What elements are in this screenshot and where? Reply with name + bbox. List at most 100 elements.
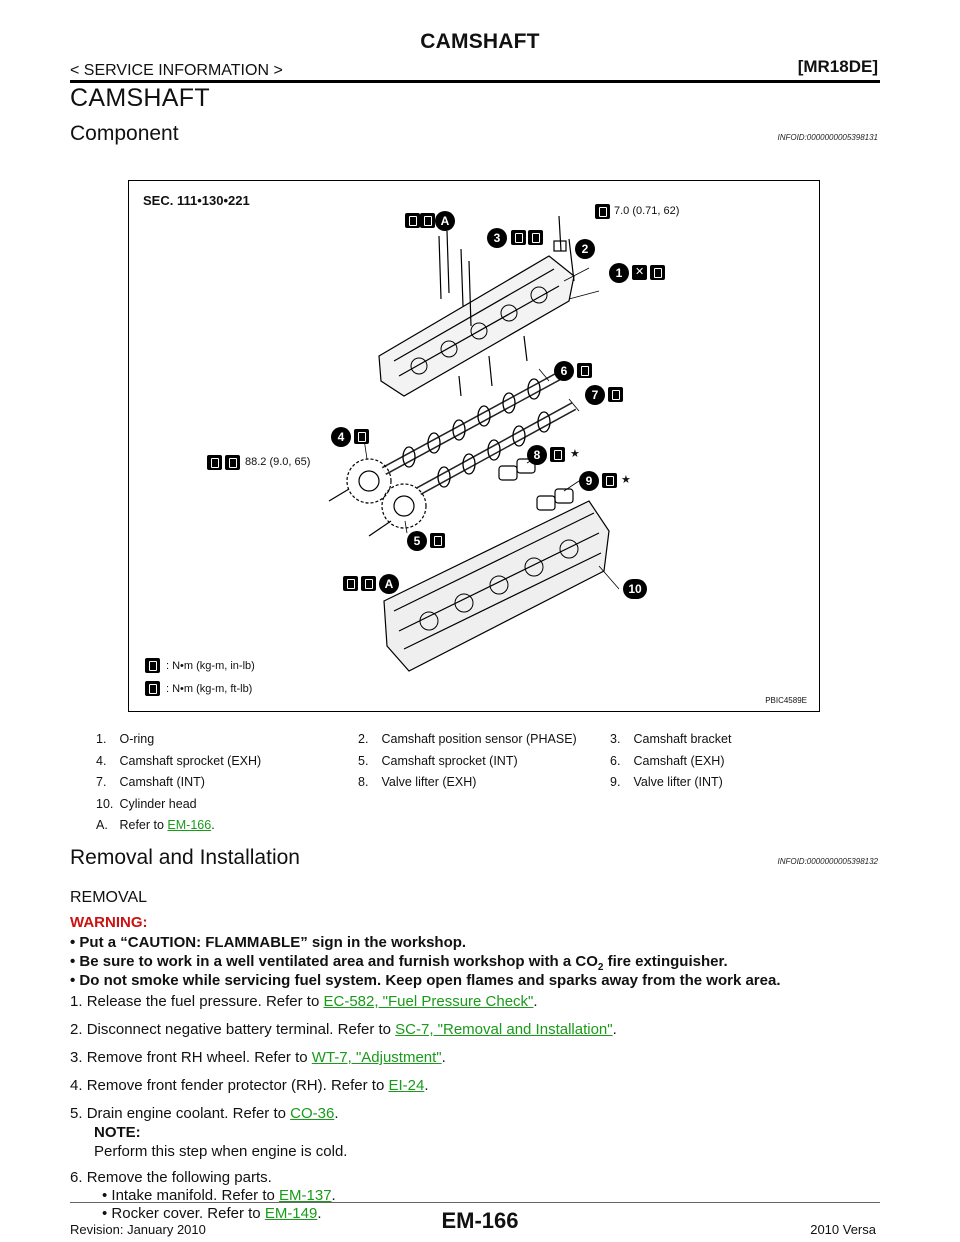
removal-heading: Removal and Installation (70, 846, 300, 869)
callout-6: 6 (554, 361, 574, 381)
header-section: < SERVICE INFORMATION > (70, 62, 283, 79)
part-item: 3. Camshaft bracket (610, 732, 732, 746)
legend-in-lb: : N•m (kg-m, in-lb) (166, 659, 255, 672)
header-model: [MR18DE] (797, 57, 878, 76)
link-wt-7[interactable]: WT-7, "Adjustment" (311, 1049, 442, 1066)
link-sc-7[interactable]: SC-7, "Removal and Installation" (395, 1021, 613, 1038)
parts-row: 1. O-ring 2. Camshaft position sensor (P… (96, 732, 796, 754)
legend-ft-lb: : N•m (kg-m, ft-lb) (166, 682, 253, 695)
lifter-exh-star: ★ (570, 448, 580, 460)
parts-row: 10. Cylinder head (96, 797, 796, 819)
oring-lube-symbol-icon (650, 265, 665, 280)
step-4: 4. Remove front fender protector (RH). R… (70, 1077, 429, 1094)
intake-sprocket-shape (381, 483, 427, 529)
legend-row-in-lb: : N•m (kg-m, in-lb) (145, 658, 255, 673)
sub-item-rocker-cover: • Rocker cover. Refer to EM-149. (102, 1205, 322, 1222)
parts-row: 4. Camshaft sprocket (EXH) 5. Camshaft s… (96, 754, 796, 776)
figure-code: PBIC4589E (765, 696, 807, 705)
link-ei-24[interactable]: EI-24 (388, 1077, 425, 1094)
sec-label: SEC. 111•130•221 (143, 193, 250, 208)
part-item: 10. Cylinder head (96, 796, 197, 811)
part-item: 9. Valve lifter (INT) (610, 775, 723, 790)
callout-7: 7 (585, 385, 605, 405)
camshaft-exh-lube-icon (577, 363, 592, 378)
link-ec-582[interactable]: EC-582, "Fuel Pressure Check" (323, 993, 534, 1010)
sprocket-bolt-lube-icon (207, 455, 222, 470)
warning-3: • Do not smoke while servicing fuel syst… (70, 972, 781, 989)
link-em-166[interactable]: EM-166 (167, 818, 212, 833)
sprocket-int-lube-icon (430, 533, 445, 548)
step-3: 3. Remove front RH wheel. Refer to WT-7,… (70, 1049, 446, 1066)
callout-a-2: A (379, 574, 399, 594)
exhaust-sprocket-shape (346, 458, 392, 504)
header-rule (70, 80, 880, 83)
warning-2: • Be sure to work in a well ventilated a… (70, 953, 728, 973)
sprocket-bolt-torque-icon (225, 455, 240, 470)
component-diagram: SEC. 111•130•221 (128, 180, 820, 712)
callout-2: 2 (575, 239, 595, 259)
note-label: NOTE: (94, 1124, 141, 1141)
callout-8: 8 (527, 445, 547, 465)
lifter-int-star: ★ (621, 474, 631, 486)
legend-row-ft-lb: : N•m (kg-m, ft-lb) (145, 681, 252, 696)
part-item-a: A. Refer to EM-166. (96, 818, 215, 833)
parts-row: A. Refer to EM-166. (96, 818, 796, 840)
bolt-torque-symbol-icon (420, 213, 435, 228)
part-item: 7. Camshaft (INT) (96, 775, 205, 790)
callout-a-1: A (435, 211, 455, 231)
callout-5: 5 (407, 531, 427, 551)
head-bolt-torque-icon (361, 576, 376, 591)
link-co-36[interactable]: CO-36 (290, 1105, 335, 1122)
removal-infoid: INFOID:0000000005398132 (777, 857, 878, 866)
part-item: 6. Camshaft (EXH) (610, 753, 725, 768)
camshaft-int-lube-icon (608, 387, 623, 402)
sprocket-exh-lube-icon (354, 429, 369, 444)
part-item: 1. O-ring (96, 732, 155, 746)
legend-torque-inlb-icon (145, 658, 160, 673)
footer-revision: Revision: January 2010 (70, 1222, 206, 1237)
tighten-symbol-icon (405, 213, 420, 228)
link-em-149[interactable]: EM-149 (264, 1205, 318, 1222)
sealant-symbol-icon (528, 230, 543, 245)
step-6: 6. Remove the following parts. (70, 1169, 272, 1186)
replace-symbol-icon (632, 265, 647, 280)
lubricate-symbol-icon (511, 230, 526, 245)
warning-label: WARNING: (70, 914, 148, 931)
lifter-int-lube-icon (602, 473, 617, 488)
page-number: EM-166 (441, 1208, 519, 1233)
part-item: 2. Camshaft position sensor (PHASE) (358, 732, 577, 746)
note-text: Perform this step when engine is cold. (94, 1143, 348, 1160)
callout-1: 1 (609, 263, 629, 283)
section-title: CAMSHAFT (70, 84, 210, 112)
part-item: 4. Camshaft sprocket (EXH) (96, 753, 262, 768)
head-bolt-lube-icon (343, 576, 358, 591)
step-1: 1. Release the fuel pressure. Refer to E… (70, 993, 538, 1010)
link-em-137[interactable]: EM-137 (279, 1187, 332, 1204)
parts-row: 7. Camshaft (INT) 8. Valve lifter (EXH) … (96, 775, 796, 797)
removal-subheading: REMOVAL (70, 889, 148, 906)
step-5: 5. Drain engine coolant. Refer to CO-36. (70, 1105, 339, 1122)
page-header-title: CAMSHAFT (420, 30, 540, 53)
warning-1: • Put a “CAUTION: FLAMMABLE” sign in the… (70, 934, 467, 951)
parts-table: 1. O-ring 2. Camshaft position sensor (P… (96, 732, 796, 840)
callout-9: 9 (579, 471, 599, 491)
callout-4: 4 (331, 427, 351, 447)
torque-mid-value: 88.2 (9.0, 65) (245, 456, 311, 468)
footer-rule (70, 1202, 880, 1203)
footer-vehicle: 2010 Versa (810, 1222, 876, 1237)
callout-10: 10 (623, 579, 647, 599)
cylinder-head-shape (383, 500, 610, 672)
part-item: 8. Valve lifter (EXH) (358, 775, 477, 790)
exploded-view-drawing (328, 215, 620, 672)
step-2: 2. Disconnect negative battery terminal.… (70, 1021, 617, 1038)
torque-top-symbol-icon (595, 204, 610, 219)
callout-3: 3 (487, 228, 507, 248)
component-heading: Component (70, 122, 179, 145)
torque-top-value: 7.0 (0.71, 62) (614, 205, 680, 217)
sub-item-intake-manifold: • Intake manifold. Refer to EM-137. (102, 1187, 336, 1204)
camshaft-bracket-shape (378, 255, 575, 397)
legend-torque-ftlb-icon (145, 681, 160, 696)
lifter-exh-lube-icon (550, 447, 565, 462)
component-infoid: INFOID:0000000005398131 (777, 133, 878, 142)
part-item: 5. Camshaft sprocket (INT) (358, 753, 518, 768)
